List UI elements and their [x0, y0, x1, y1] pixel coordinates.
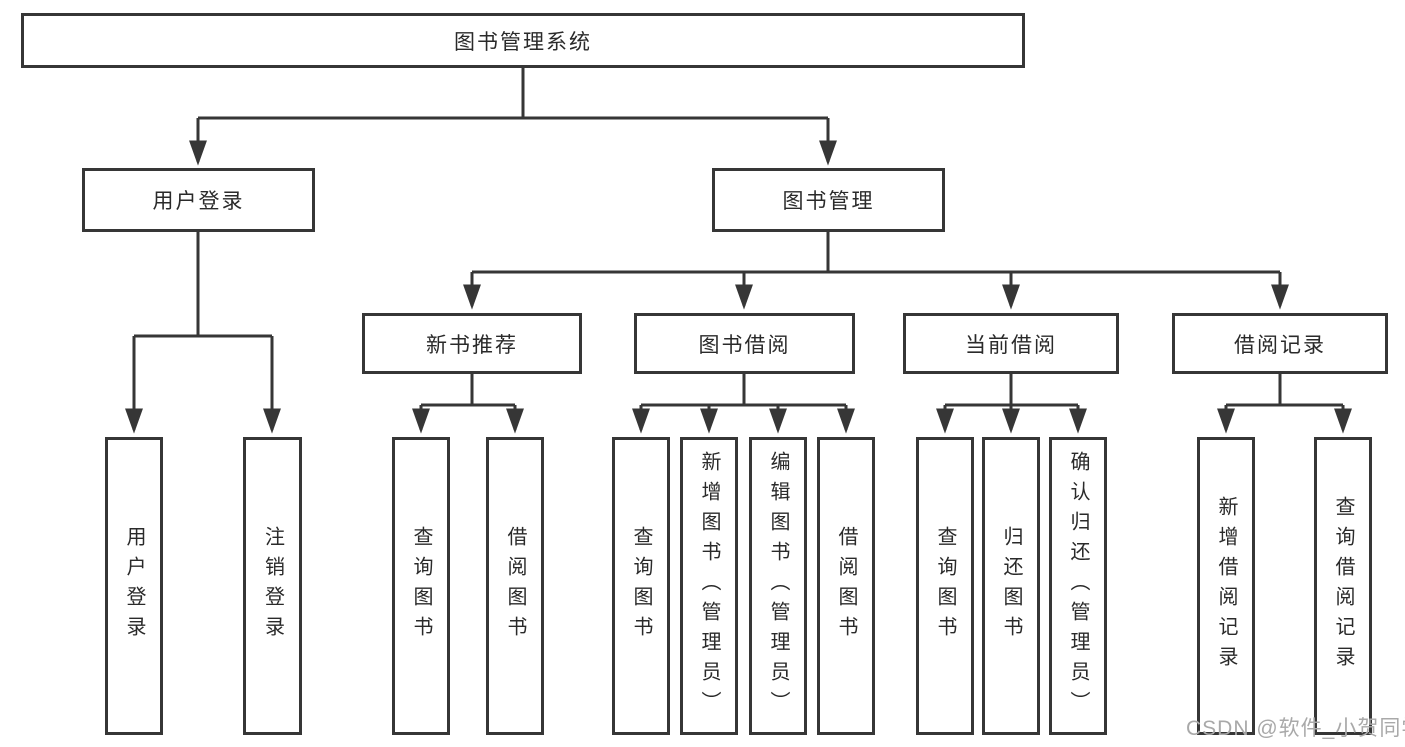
leaf-current-return-books: 归还图书	[982, 437, 1040, 735]
leaf-label: 归还图书	[1000, 526, 1022, 646]
leaf-label: 借阅图书	[835, 526, 857, 646]
leaf-records-query-record: 查询借阅记录	[1314, 437, 1372, 735]
leaf-borrowing-edit-books-admin: 编辑图书（管理员）	[749, 437, 807, 735]
leaf-label: 新增图书（管理员）	[698, 451, 720, 721]
leaf-label: 查询借阅记录	[1332, 496, 1354, 676]
node-library-management-system: 图书管理系统	[21, 13, 1025, 68]
node-label: 借阅记录	[1234, 333, 1326, 357]
node-label: 图书管理系统	[454, 30, 592, 54]
leaf-borrowing-add-books-admin: 新增图书（管理员）	[680, 437, 738, 735]
leaf-label: 查询图书	[630, 526, 652, 646]
csdn-watermark: CSDN @软件_小贺同学	[1186, 717, 1405, 740]
node-user-login: 用户登录	[82, 168, 315, 232]
leaf-label: 编辑图书（管理员）	[767, 451, 789, 721]
node-label: 当前借阅	[965, 333, 1057, 357]
leaf-label: 借阅图书	[504, 526, 526, 646]
leaf-borrowing-borrow-books: 借阅图书	[817, 437, 875, 735]
node-label: 新书推荐	[426, 333, 518, 357]
node-new-book-recommend: 新书推荐	[362, 313, 582, 374]
node-book-borrowing: 图书借阅	[634, 313, 855, 374]
node-current-borrowing: 当前借阅	[903, 313, 1119, 374]
leaf-recommend-borrow-books: 借阅图书	[486, 437, 544, 735]
node-label: 用户登录	[152, 190, 245, 213]
node-label: 图书管理	[782, 190, 875, 213]
node-book-management: 图书管理	[712, 168, 945, 232]
leaf-borrowing-query-books: 查询图书	[612, 437, 670, 735]
leaf-label: 用户登录	[123, 526, 145, 646]
node-label: 图书借阅	[698, 333, 791, 357]
leaf-label: 查询图书	[934, 526, 956, 646]
leaf-label: 查询图书	[410, 526, 432, 646]
leaf-user-login: 用户登录	[105, 437, 163, 735]
leaf-logout: 注销登录	[243, 437, 302, 735]
leaf-label: 新增借阅记录	[1215, 496, 1237, 676]
leaf-label: 确认归还（管理员）	[1067, 451, 1089, 721]
leaf-label: 注销登录	[261, 526, 284, 646]
leaf-recommend-query-books: 查询图书	[392, 437, 450, 735]
leaf-current-query-books: 查询图书	[916, 437, 974, 735]
node-borrowing-records: 借阅记录	[1172, 313, 1388, 374]
leaf-current-confirm-return-admin: 确认归还（管理员）	[1049, 437, 1107, 735]
leaf-records-add-record: 新增借阅记录	[1197, 437, 1255, 735]
